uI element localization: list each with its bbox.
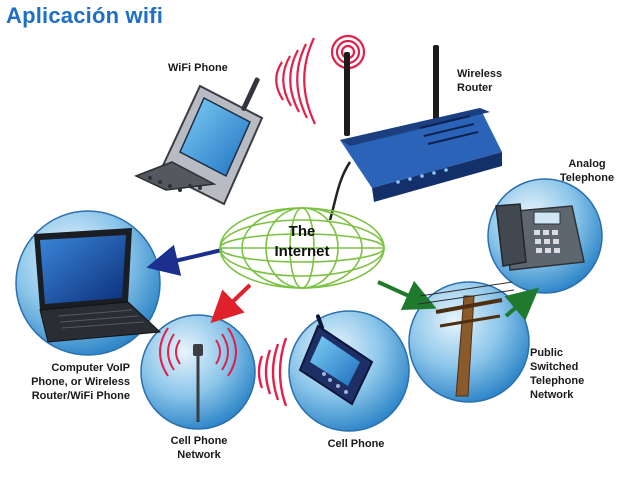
cell-link-signal-icon xyxy=(257,337,288,407)
router-cable xyxy=(328,161,352,221)
tower-signal-icon xyxy=(159,327,237,377)
computer-label: Computer VoIP Phone, or Wireless Router/… xyxy=(31,362,130,402)
arrow-to-computer xyxy=(146,244,223,276)
internet-label: The Internet xyxy=(274,223,330,260)
router-signal-icon xyxy=(275,34,366,125)
arrow-to-cell-network xyxy=(210,283,252,324)
wireless-router-icon xyxy=(340,45,502,202)
wifi-phone-icon xyxy=(134,77,264,206)
arrow-pstn-to-phone xyxy=(504,287,540,321)
analog-telephone-icon xyxy=(495,203,585,271)
cell-phone-icon xyxy=(298,314,374,406)
arrow-to-pstn xyxy=(377,280,437,310)
pstn-label: Public Switched Telephone Network xyxy=(530,347,585,401)
cell-tower-icon xyxy=(193,344,203,422)
wifi-phone-label: WiFi Phone xyxy=(168,62,228,74)
cell-phone-label: Cell Phone xyxy=(327,438,385,450)
cell-phone-network-label: Cell Phone Network xyxy=(170,435,228,461)
wireless-router-label: Wireless Router xyxy=(457,68,503,94)
internet-globe xyxy=(219,207,385,289)
analog-telephone-label: Analog Telephone xyxy=(559,158,615,184)
laptop-icon xyxy=(34,228,162,343)
telephone-pole-icon xyxy=(417,281,515,397)
diagram-title: Aplicación wifi xyxy=(6,3,164,28)
